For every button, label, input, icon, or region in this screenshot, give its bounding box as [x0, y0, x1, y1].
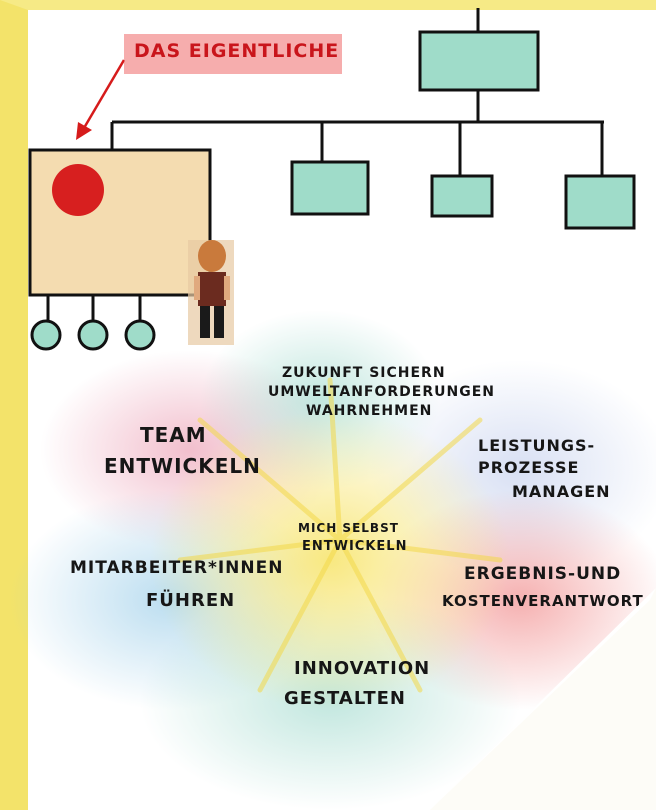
center-label-line2: ENTWICKELN: [302, 539, 408, 554]
petal-innovation-line2: GESTALTEN: [284, 688, 406, 709]
petal-leistung-line2: PROZESSE: [478, 458, 580, 477]
petal-leistung-line1: LEISTUNGS-: [478, 436, 596, 455]
petal-leistung-line3: MANAGEN: [512, 482, 611, 501]
petal-team-line2: ENTWICKELN: [104, 454, 261, 478]
petal-ergebnis-line2: KOSTENVERANTWORT: [442, 592, 644, 610]
petal-zukunft-line1: ZUKUNFT SICHERN: [282, 365, 446, 381]
petal-zukunft-line3: WAHRNEHMEN: [306, 403, 433, 419]
petal-mitarbeiter-line1: MITARBEITER*INNEN: [70, 558, 284, 578]
petal-zukunft-line2: UMWELTANFORDERUNGEN: [268, 384, 495, 400]
header-label: DAS EIGENTLICHE: [134, 40, 340, 62]
petal-ergebnis-line1: ERGEBNIS-UND: [464, 564, 622, 584]
petal-mitarbeiter-line2: FÜHREN: [146, 590, 236, 611]
center-label-line1: MICH SELBST: [298, 521, 399, 535]
petal-team-line1: TEAM: [140, 423, 207, 447]
petal-innovation-line1: INNOVATION: [294, 658, 431, 679]
